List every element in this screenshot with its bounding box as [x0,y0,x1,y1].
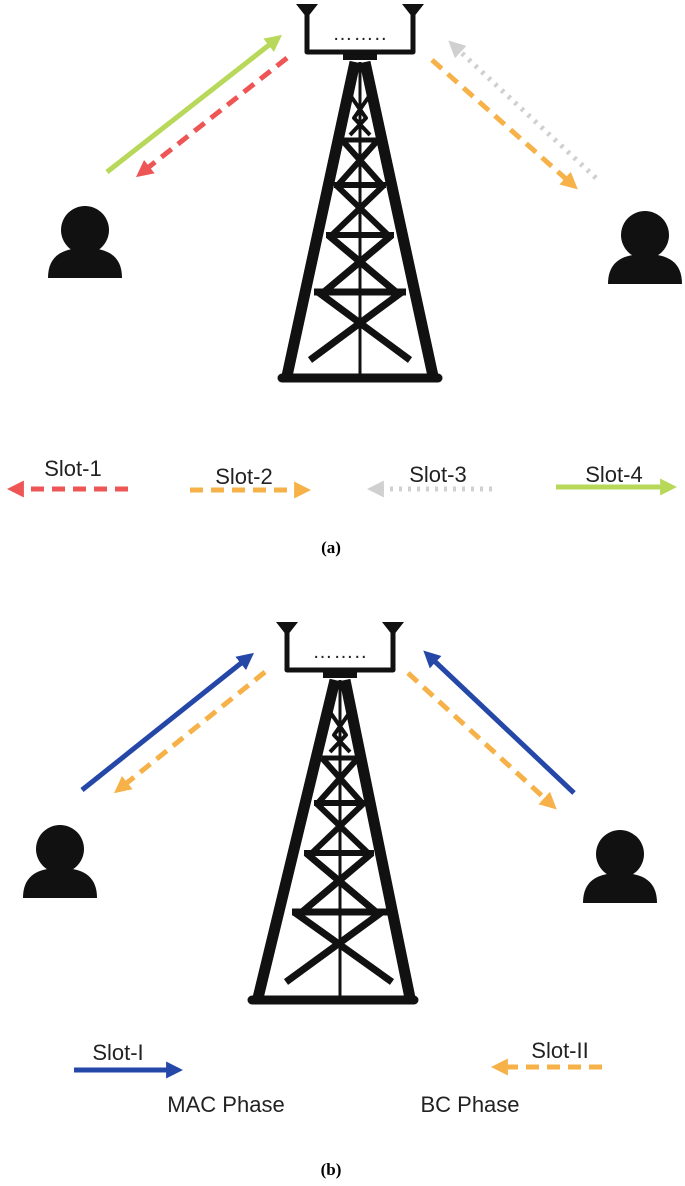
user-a1-icon [48,206,122,278]
panel-b: …….. Slot-I MAC Phase Slot-II BC Phase (… [23,622,657,1179]
mac-phase-label: MAC Phase [167,1092,284,1117]
slot4-uplink-arrow [105,34,283,174]
user-b1-icon [23,825,97,898]
caption-b: (b) [321,1160,342,1179]
caption-a: (a) [321,538,341,557]
legend-slot-1-label: Slot-1 [44,456,101,481]
base-station-tower-icon [277,4,443,383]
base-station-dots: …….. [312,641,367,663]
legend-slot-i-label: Slot-I [92,1040,143,1065]
legend-slot-ii: Slot-II BC Phase [420,1038,602,1117]
bc-downlink-right-arrow [406,671,557,810]
bc-downlink-left-arrow [114,670,267,794]
mac-uplink-right-arrow [423,650,576,795]
slot3-uplink-arrow [448,40,598,180]
legend-slot-3-label: Slot-3 [409,462,466,487]
base-station-tower-icon [247,622,419,1005]
mac-uplink-left-arrow [80,652,254,792]
legend-slot-2: Slot-2 [190,464,312,499]
panel-a: …….. Slot-1 Slot-2 Slot-3 S [6,4,682,557]
legend-slot-ii-label: Slot-II [531,1038,588,1063]
slot2-downlink-arrow [430,58,578,190]
legend-slot-4-label: Slot-4 [585,462,642,487]
user-b2-icon [583,830,657,903]
legend-slot-4: Slot-4 [556,462,678,496]
legend-slot-i: Slot-I MAC Phase [74,1040,285,1117]
legend-slot-2-label: Slot-2 [215,464,272,489]
user-a2-icon [608,211,682,284]
legend-slot-3: Slot-3 [366,462,492,498]
slot1-downlink-arrow [135,56,289,178]
legend-slot-1: Slot-1 [6,456,128,498]
base-station-dots: …….. [332,23,387,45]
bc-phase-label: BC Phase [420,1092,519,1117]
